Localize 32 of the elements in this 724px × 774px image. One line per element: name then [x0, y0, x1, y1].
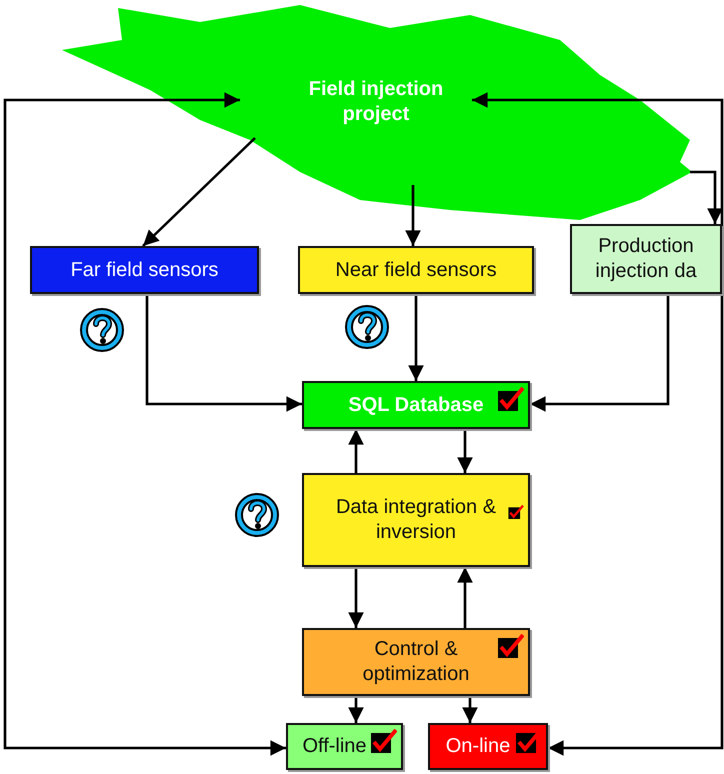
node-label: Off-line	[302, 734, 367, 759]
process-box	[570, 224, 722, 294]
node-label: Control & optimization	[362, 637, 470, 687]
arrow	[462, 696, 478, 723]
process-box	[302, 381, 530, 429]
arrow	[530, 294, 670, 412]
node-label: Far field sensors	[70, 258, 218, 282]
arrow	[405, 185, 421, 246]
arrow	[457, 567, 473, 628]
node-label: SQL Database	[348, 392, 484, 418]
arrow	[457, 429, 473, 473]
arrow	[472, 92, 724, 756]
arrow	[146, 294, 302, 412]
process-box	[302, 473, 530, 567]
node-label: Production injection da	[594, 234, 698, 284]
arrow	[408, 294, 424, 381]
arrow	[348, 567, 364, 628]
arrow	[348, 696, 364, 723]
arrow	[142, 137, 256, 247]
process-box	[298, 246, 534, 294]
node-label: Data integration & inversion	[334, 495, 498, 545]
node-label: On-line	[446, 734, 510, 759]
node-label: Near field sensors	[335, 258, 497, 282]
process-box	[286, 723, 403, 770]
process-box	[30, 246, 259, 294]
arrow	[690, 170, 723, 224]
arrow	[348, 429, 364, 473]
process-box	[302, 628, 530, 696]
process-box	[428, 723, 548, 770]
arrow	[4, 92, 286, 756]
node-label: Field injection project	[308, 76, 444, 126]
cloud-shape	[60, 5, 692, 222]
